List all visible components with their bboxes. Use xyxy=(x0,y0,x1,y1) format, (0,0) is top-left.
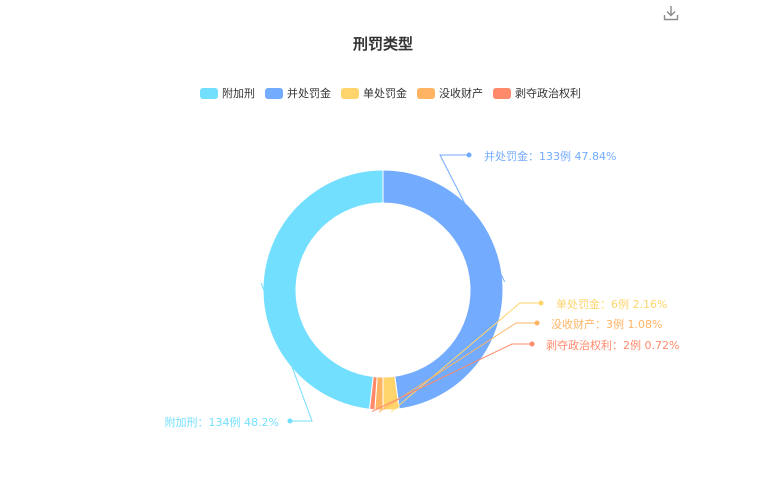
pie-slice[interactable] xyxy=(382,169,504,410)
legend-label: 剥夺政治权利 xyxy=(515,87,581,100)
legend-item[interactable]: 单处罚金 xyxy=(341,85,407,101)
legend-item[interactable]: 剥夺政治权利 xyxy=(493,85,581,101)
legend-swatch xyxy=(341,87,359,99)
label-leader-line xyxy=(439,154,506,282)
label-dot xyxy=(466,152,472,158)
data-label: 并处罚金：133例 47.84% xyxy=(484,149,616,163)
label-leader-line xyxy=(371,343,532,412)
label-leader-line xyxy=(378,322,537,413)
legend-label: 并处罚金 xyxy=(287,87,331,100)
download-icon[interactable] xyxy=(662,4,680,22)
label-dot xyxy=(529,341,535,347)
label-dot xyxy=(534,320,540,326)
data-label: 单处罚金：6例 2.16% xyxy=(556,297,667,311)
legend-label: 单处罚金 xyxy=(363,87,407,100)
data-label: 附加刑：134例 48.2% xyxy=(165,415,279,429)
legend: 附加刑 并处罚金 单处罚金 没收财产 剥夺政治权利 xyxy=(200,85,581,101)
pie-slice[interactable] xyxy=(262,169,384,410)
label-dot xyxy=(538,300,544,306)
legend-item[interactable]: 没收财产 xyxy=(417,85,483,101)
legend-item[interactable]: 附加刑 xyxy=(200,85,255,101)
legend-swatch xyxy=(417,87,435,99)
legend-label: 附加刑 xyxy=(222,87,255,100)
label-dot xyxy=(287,418,293,424)
chart-title: 刑罚类型 xyxy=(352,35,413,53)
data-label: 剥夺政治权利：2例 0.72% xyxy=(546,338,679,352)
legend-swatch xyxy=(265,87,283,99)
data-label: 没收财产：3例 1.08% xyxy=(551,317,662,331)
legend-swatch xyxy=(200,87,218,99)
legend-swatch xyxy=(493,87,511,99)
label-leader-line xyxy=(260,282,313,422)
legend-item[interactable]: 并处罚金 xyxy=(265,85,331,101)
legend-label: 没收财产 xyxy=(439,87,483,100)
